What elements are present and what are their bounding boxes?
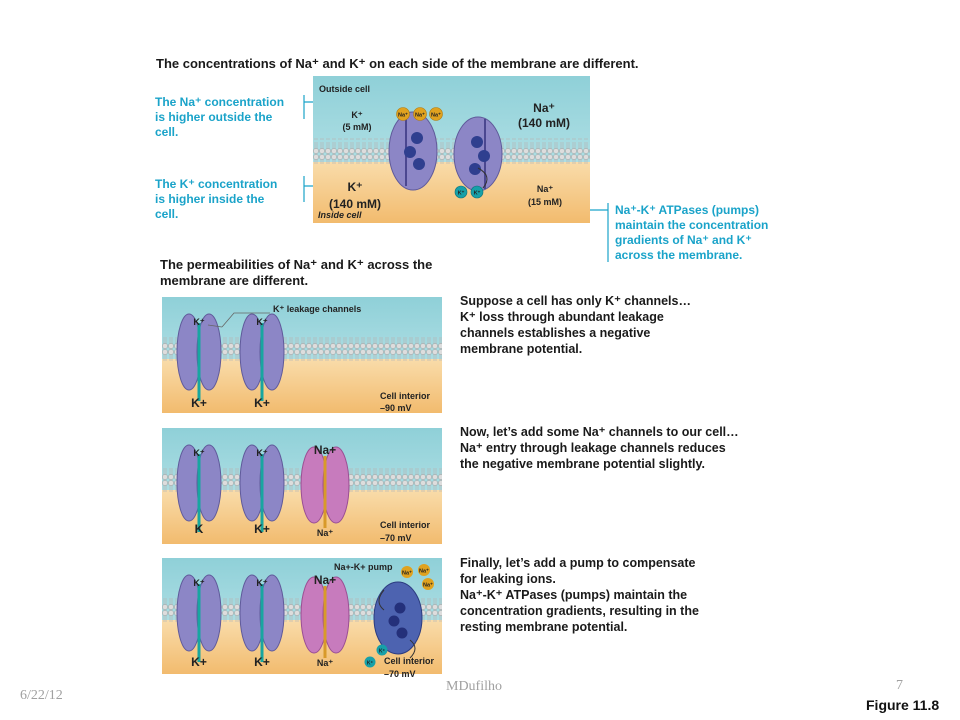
svg-text:K⁺: K⁺ xyxy=(379,649,386,655)
svg-text:K⁺: K⁺ xyxy=(474,190,481,197)
pump-protein-1 xyxy=(388,111,438,191)
na-channel xyxy=(300,576,350,658)
svg-text:Na+: Na+ xyxy=(314,573,336,587)
figure-label: Figure 11.8 xyxy=(866,697,940,713)
top-heading: The concentrations of Na⁺ and K⁺ on each… xyxy=(156,56,639,71)
svg-text:K+: K+ xyxy=(191,396,207,410)
svg-text:Na⁺: Na⁺ xyxy=(398,112,408,119)
panel-with-pump: Na⁺ Na⁺ Na⁺ K⁺ K⁺ Na+-K+ pump K⁺ K⁺ Na+ … xyxy=(162,558,442,679)
svg-text:Na+: Na+ xyxy=(314,443,336,457)
note-k-concentration: The K⁺ concentration is higher inside th… xyxy=(155,177,278,221)
k-channel-2 xyxy=(239,444,285,532)
svg-text:K⁺: K⁺ xyxy=(256,578,267,588)
svg-text:K⁺: K⁺ xyxy=(367,661,374,667)
inside-region xyxy=(313,162,590,223)
svg-text:Na⁺: Na⁺ xyxy=(423,582,433,589)
svg-text:–70 mV: –70 mV xyxy=(380,533,412,543)
svg-text:Na⁺: Na⁺ xyxy=(431,112,441,119)
na-inside-label: Na⁺ xyxy=(537,184,554,194)
svg-text:–70 mV: –70 mV xyxy=(384,669,416,679)
k-inside-label: K⁺ xyxy=(348,180,363,194)
footer-author: MDufilho xyxy=(446,679,502,694)
svg-text:K⁺: K⁺ xyxy=(458,190,465,197)
outside-cell-label: Outside cell xyxy=(319,84,370,94)
inside-cell-label: Inside cell xyxy=(318,210,362,220)
svg-text:Na⁺: Na⁺ xyxy=(402,570,412,577)
text-add-na: Now, let’s add some Na⁺ channels to our … xyxy=(460,425,739,471)
k-channel-1 xyxy=(176,444,222,532)
na-k-pump xyxy=(373,581,423,659)
svg-text:K⁺: K⁺ xyxy=(256,317,267,327)
svg-text:Cell interior: Cell interior xyxy=(380,520,431,530)
footer-page-number: 7 xyxy=(896,678,903,693)
text-add-pump: Finally, let’s add a pump to compensate … xyxy=(460,556,699,634)
note-na-concentration: The Na⁺ concentration is higher outside … xyxy=(155,95,285,139)
k-channel-2 xyxy=(239,313,285,401)
k-channel-1 xyxy=(176,313,222,401)
pump-label: Na+-K+ pump xyxy=(334,562,393,572)
svg-text:Na⁺: Na⁺ xyxy=(415,112,425,119)
svg-text:K+: K+ xyxy=(254,522,270,536)
svg-text:K⁺: K⁺ xyxy=(193,317,204,327)
k-outside-label: K⁺ xyxy=(351,110,362,120)
svg-text:K: K xyxy=(195,522,204,536)
membrane-potential: –90 mV xyxy=(380,403,412,413)
svg-text:K⁺: K⁺ xyxy=(193,578,204,588)
na-ions-outside: Na⁺ Na⁺ Na⁺ xyxy=(396,107,443,121)
permeability-heading: The permeabilities of Na⁺ and K⁺ across … xyxy=(160,257,433,288)
k-outside-conc: (5 mM) xyxy=(343,122,372,132)
svg-text:Na⁺: Na⁺ xyxy=(317,658,334,668)
cell-interior-label: Cell interior xyxy=(380,391,431,401)
svg-text:K+: K+ xyxy=(254,655,270,669)
na-outside-label: Na⁺ xyxy=(533,101,555,115)
panel-k-and-na-channels: K⁺ K⁺ Na+ K K+ Na⁺ Cell interior –70 mV xyxy=(162,428,442,544)
pump-protein-2 xyxy=(453,116,503,192)
k-inside-conc: (140 mM) xyxy=(329,197,381,211)
svg-text:K⁺: K⁺ xyxy=(256,448,267,458)
svg-text:Cell interior: Cell interior xyxy=(384,656,435,666)
k-channel-2 xyxy=(239,574,285,662)
svg-text:K+: K+ xyxy=(254,396,270,410)
footer-date: 6/22/12 xyxy=(20,688,63,703)
note-pump: Na⁺-K⁺ ATPases (pumps) maintain the conc… xyxy=(615,203,769,262)
k-ions-inside: K⁺ K⁺ xyxy=(364,644,388,668)
svg-text:Na⁺: Na⁺ xyxy=(419,568,429,575)
na-channel xyxy=(300,446,350,528)
lipid-bilayer xyxy=(313,138,590,164)
na-ions-outside: Na⁺ Na⁺ Na⁺ xyxy=(401,564,434,590)
leakage-channels-label: K⁺ leakage channels xyxy=(273,304,361,314)
svg-text:K⁺: K⁺ xyxy=(193,448,204,458)
panel-k-channels-only: K⁺ leakage channels K⁺ K⁺ K+ K+ Cell int… xyxy=(162,297,442,413)
na-inside-conc: (15 mM) xyxy=(528,197,562,207)
na-outside-conc: (140 mM) xyxy=(518,116,570,130)
text-k-only: Suppose a cell has only K⁺ channels… K⁺ … xyxy=(460,294,691,356)
k-ions-inside: K⁺ K⁺ xyxy=(454,185,484,199)
svg-text:K+: K+ xyxy=(191,655,207,669)
svg-text:Na⁺: Na⁺ xyxy=(317,528,334,538)
k-channel-1 xyxy=(176,574,222,662)
